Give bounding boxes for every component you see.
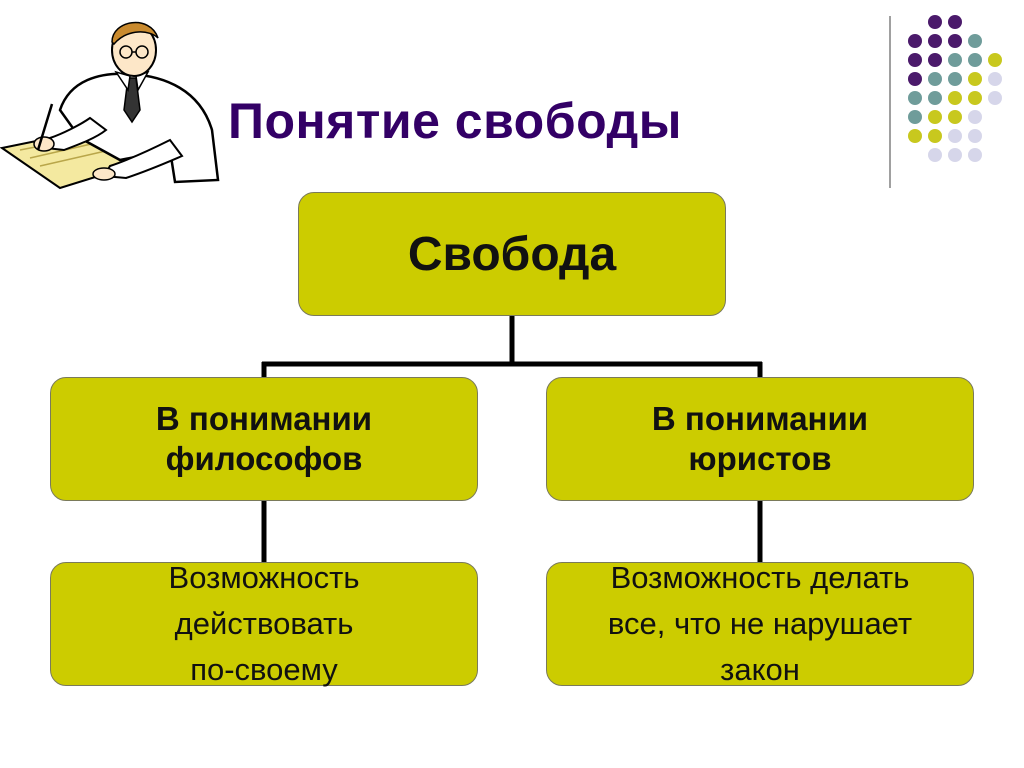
decorative-dot (948, 110, 962, 124)
decorative-dot (948, 34, 962, 48)
decorative-dot (948, 53, 962, 67)
slide-title: Понятие свободы (228, 93, 682, 149)
man-writing-clipart (0, 21, 220, 190)
decorative-dot (988, 53, 1002, 67)
decorative-dot (928, 129, 942, 143)
decorative-dot (908, 129, 922, 143)
decorative-dot (968, 53, 982, 67)
node-philosophers-definition-text: Возможность действовать по-своему (168, 560, 360, 687)
decorative-dot (968, 72, 982, 86)
decorative-divider (889, 16, 891, 188)
decorative-dot (968, 129, 982, 143)
decorative-dot (948, 129, 962, 143)
node-lawyers: В понимании юристов (546, 377, 974, 501)
decorative-dot (908, 72, 922, 86)
decorative-dot (968, 91, 982, 105)
node-philosophers-definition: Возможность действовать по-своему (50, 560, 478, 687)
node-philosophers: В понимании философов (50, 377, 478, 501)
node-freedom-label: Свобода (407, 227, 617, 281)
decorative-dot (968, 34, 982, 48)
decorative-dot (928, 110, 942, 124)
node-lawyers-definition: Возможность делать все, что не нарушает … (546, 560, 974, 687)
decorative-dot (948, 15, 962, 29)
decorative-dot (948, 72, 962, 86)
decorative-dot (928, 148, 942, 162)
node-freedom: Свобода (298, 192, 726, 316)
decorative-dot-grid (908, 15, 1002, 162)
decorative-dot (948, 91, 962, 105)
decorative-dot (928, 53, 942, 67)
decorative-dot (988, 72, 1002, 86)
decorative-dot (908, 110, 922, 124)
decorative-dot (908, 34, 922, 48)
decorative-dot (928, 72, 942, 86)
decorative-dot (908, 53, 922, 67)
node-lawyers-definition-text: Возможность делать все, что не нарушает … (607, 560, 913, 687)
decorative-dot (928, 34, 942, 48)
decorative-dot (988, 91, 1002, 105)
decorative-dot (928, 15, 942, 29)
decorative-dot (968, 148, 982, 162)
decorative-dot (968, 110, 982, 124)
decorative-dot (928, 91, 942, 105)
node-lawyers-label: В понимании юристов (651, 400, 869, 477)
decorative-dot (908, 91, 922, 105)
decorative-dot (948, 148, 962, 162)
node-philosophers-label: В понимании философов (155, 400, 373, 477)
